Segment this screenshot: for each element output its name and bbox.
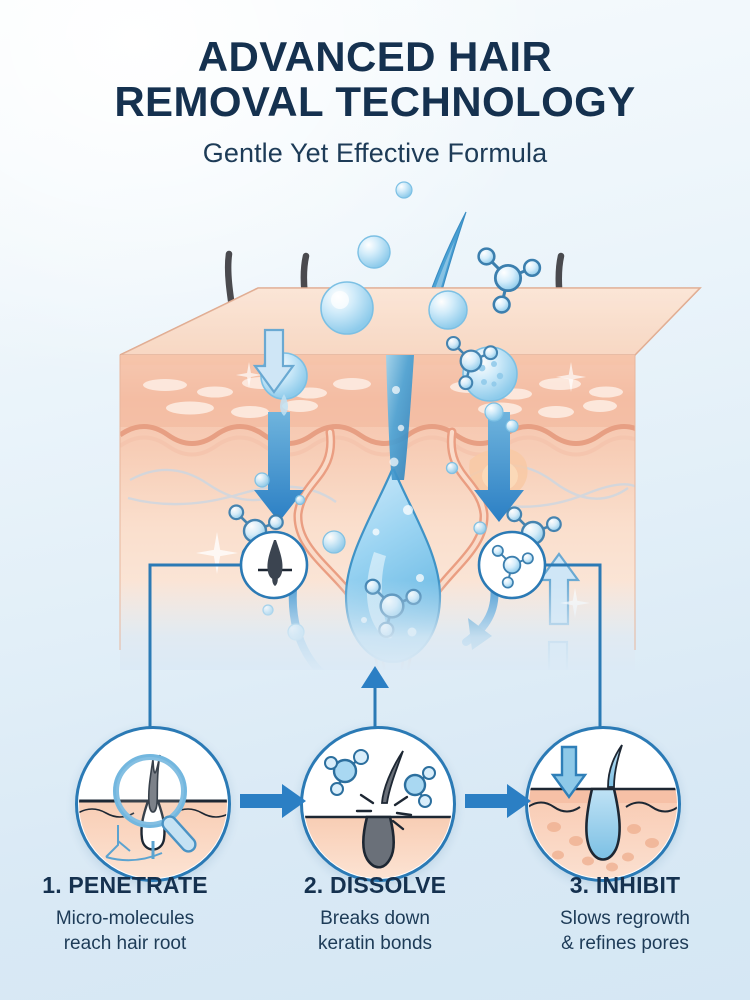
title-line-1: ADVANCED HAIR xyxy=(197,33,553,80)
step-3-inhibit[interactable] xyxy=(525,726,681,882)
step-1-description: Micro-molecules reach hair root xyxy=(0,906,250,956)
step-1-desc-line-2: reach hair root xyxy=(63,933,187,954)
header: ADVANCED HAIR REMOVAL TECHNOLOGY Gentle … xyxy=(0,34,750,170)
step-3-title: 3. INHIBIT xyxy=(569,872,681,898)
step-arrows xyxy=(240,784,531,818)
arrow-step1-to-step2 xyxy=(240,784,306,818)
title-line-2: REMOVAL TECHNOLOGY xyxy=(114,78,636,125)
step-2-desc-line-1: Breaks down xyxy=(320,908,430,929)
step-1-desc-line-1: Micro-molecules xyxy=(55,908,195,929)
step-3-description: Slows regrowth & refines pores xyxy=(500,906,750,956)
page-title: ADVANCED HAIR REMOVAL TECHNOLOGY xyxy=(0,34,750,124)
caption-step-2: 2. DISSOLVE Breaks down keratin bonds xyxy=(250,872,500,956)
step-2-description: Breaks down keratin bonds xyxy=(250,906,500,956)
step-3-desc-line-1: Slows regrowth xyxy=(560,908,690,929)
outline-down-arrow-top xyxy=(252,328,296,394)
step-1-penetrate[interactable] xyxy=(75,726,231,882)
skin-block xyxy=(119,287,702,670)
callout-molecule xyxy=(477,530,547,600)
center-up-arrowhead xyxy=(361,666,389,688)
molecule-breaking-hair-icon xyxy=(304,730,452,878)
page-subtitle: Gentle Yet Effective Formula xyxy=(202,138,548,168)
steps-icon-row xyxy=(0,726,750,896)
step-3-circle xyxy=(525,726,681,882)
step-2-title: 2. DISSOLVE xyxy=(303,872,447,898)
skin-cross-section-illustration xyxy=(0,180,750,740)
step-1-title: 1. PENETRATE xyxy=(42,872,208,898)
callout-follicle xyxy=(239,530,309,600)
caption-step-1: 1. PENETRATE Micro-molecules reach hair … xyxy=(0,872,250,956)
step-3-desc-line-2: & refines pores xyxy=(561,933,689,954)
caption-step-3: 3. INHIBIT Slows regrowth & refines pore… xyxy=(500,872,750,956)
penetration-arrows xyxy=(254,412,524,522)
arrow-step2-to-step3 xyxy=(465,784,531,818)
step-2-desc-line-2: keratin bonds xyxy=(317,933,433,954)
